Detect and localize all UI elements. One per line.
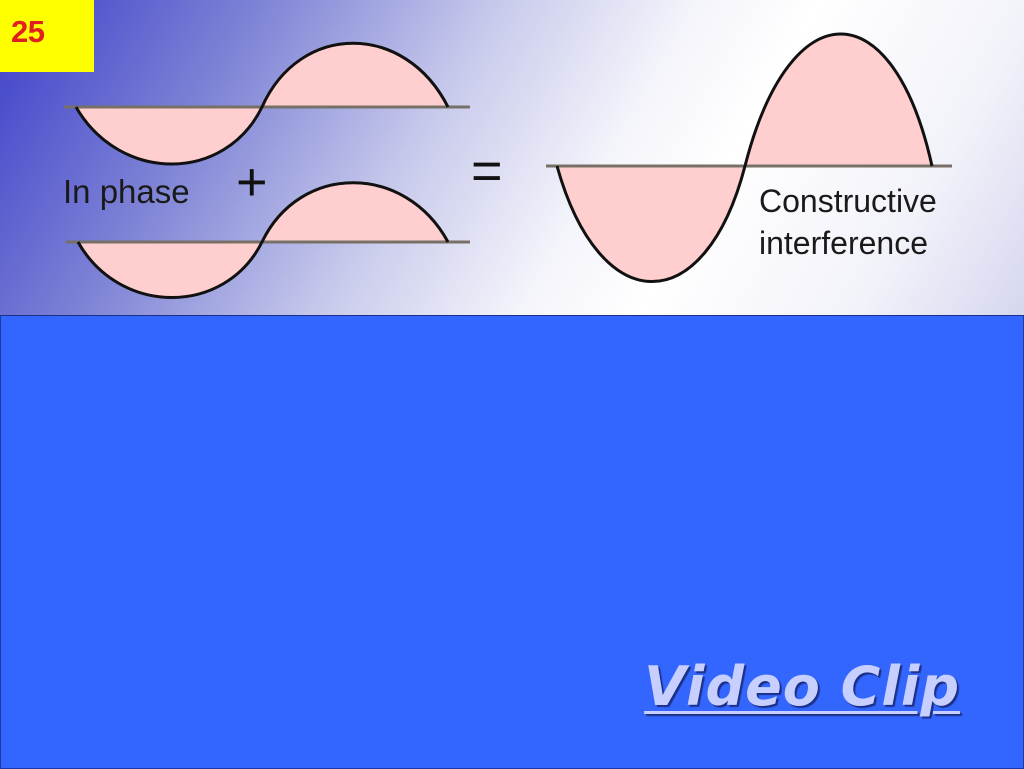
interference-label: interference — [759, 225, 928, 261]
resultant-wave-fill — [557, 34, 932, 282]
plus-sign: + — [236, 152, 268, 212]
wave-one-curve — [74, 41, 450, 166]
wave-two-curve — [76, 181, 450, 299]
in-phase-label: In phase — [63, 173, 190, 210]
equals-sign: = — [471, 141, 503, 201]
wave-one — [64, 41, 470, 166]
resultant-wave — [546, 32, 952, 283]
video-clip-link[interactable]: Video Clip — [644, 655, 960, 718]
resultant-wave-curve — [555, 32, 934, 283]
wave-one-fill — [76, 43, 448, 164]
slide-number-badge: 25 — [0, 0, 94, 72]
slide-number: 25 — [11, 14, 45, 49]
content-panel: Video Clip — [0, 315, 1024, 769]
wave-two — [66, 181, 470, 299]
constructive-label: Constructive — [759, 183, 937, 219]
interference-diagram: In phase + = Constructive interference — [63, 32, 952, 299]
